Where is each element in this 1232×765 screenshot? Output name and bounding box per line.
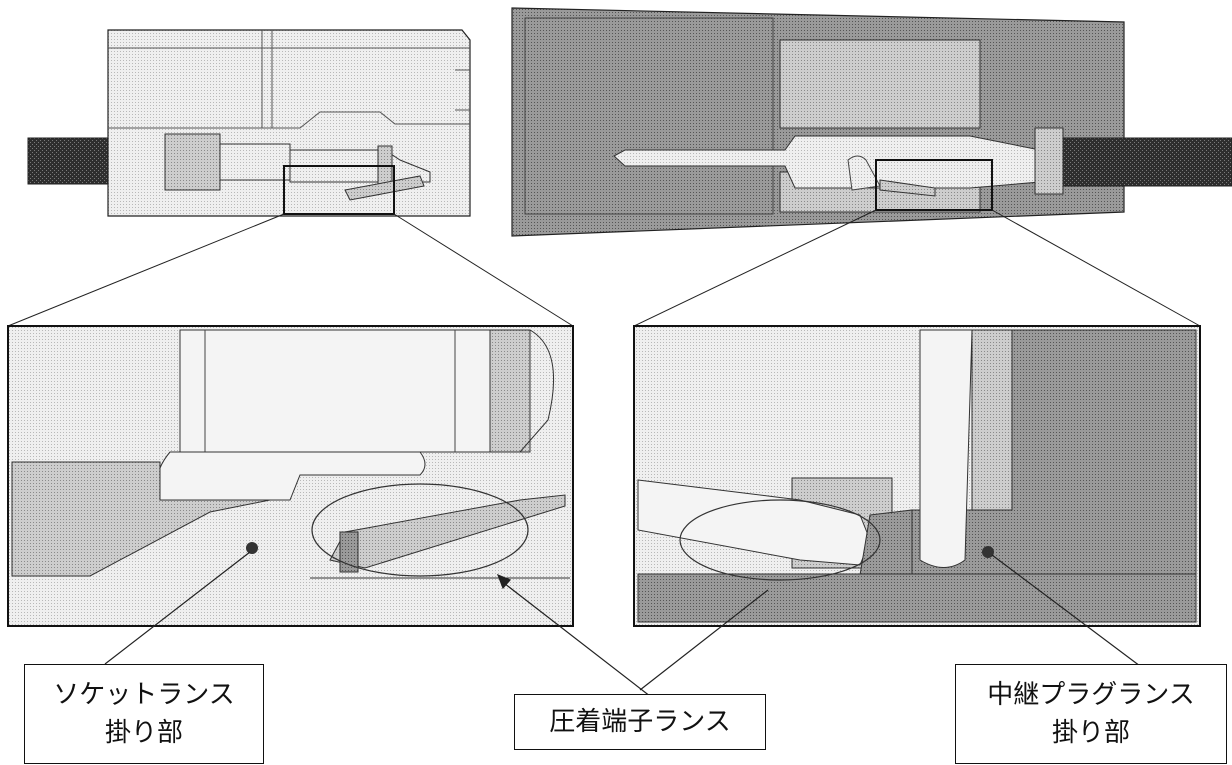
- socket-lance-engagement-dot: [246, 542, 258, 554]
- plug-cable: [1039, 137, 1232, 187]
- socket-detail-frame: [283, 165, 395, 215]
- crimp-terminal-lance-callout: 圧着端子ランス: [514, 694, 766, 750]
- zoom-guide-lines: [7, 209, 1201, 327]
- crimp-lance-label: 圧着端子ランス: [549, 707, 731, 737]
- plug-detail-frame: [875, 159, 993, 211]
- socket-lance-highlight-ellipse: [311, 483, 529, 577]
- callout-leader-lines: [104, 551, 1141, 701]
- socket-lance-label-line2: 掛り部: [104, 718, 183, 748]
- plug-lance-engagement-dot: [982, 546, 994, 558]
- relay-plug-lance-label-line1: 中継プラグランス: [987, 680, 1195, 710]
- socket-housing-section: [27, 29, 471, 217]
- socket-lance-detail: [7, 325, 574, 627]
- socket-lance-label-line1: ソケットランス: [53, 680, 235, 710]
- plug-lance-highlight-ellipse: [679, 499, 881, 581]
- relay-plug-lance-label-line2: 掛り部: [1051, 718, 1130, 748]
- relay-plug-lance-detail: [633, 325, 1201, 627]
- relay-plug-lance-callout: 中継プラグランス 掛り部: [955, 664, 1227, 764]
- relay-plug-housing-section: [511, 7, 1232, 237]
- socket-housing-body: [107, 29, 471, 217]
- socket-lance-callout: ソケットランス 掛り部: [24, 664, 264, 764]
